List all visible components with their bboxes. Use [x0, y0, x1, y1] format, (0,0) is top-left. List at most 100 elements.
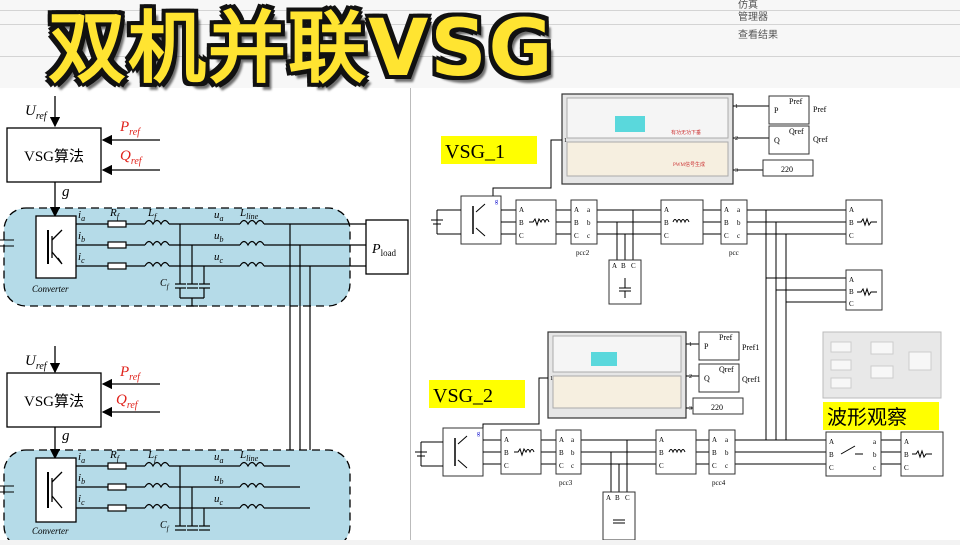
cf-label-2: Cf: [160, 520, 170, 533]
toolbar-item-results[interactable]: 查看结果: [738, 30, 778, 41]
const-220-2[interactable]: [692, 397, 744, 415]
cap-block-2[interactable]: [602, 491, 636, 541]
rf-label: Rf: [109, 207, 121, 221]
ib-label-2: ib: [78, 472, 85, 486]
ic-label: ic: [78, 251, 85, 265]
vsg2-port-2: 2: [689, 374, 692, 380]
pcc-C: C: [724, 232, 729, 240]
lf-label: Lf: [147, 207, 158, 221]
brk-A: A: [829, 438, 834, 446]
lline-label: Lline: [239, 207, 259, 221]
pcc4-c: c: [725, 462, 728, 470]
brk-B: B: [829, 451, 834, 459]
g-label: g: [62, 184, 70, 200]
load2-A: A: [849, 276, 854, 284]
toolbar-divider: [0, 56, 960, 57]
rl1-port-B: B: [519, 219, 524, 227]
pcc2-C: C: [574, 232, 579, 240]
pcc3-a: a: [571, 436, 575, 444]
qref1-block[interactable]: [698, 363, 740, 393]
g-port-2: g: [477, 431, 480, 437]
load-block-3[interactable]: [900, 431, 944, 477]
cap2-B: B: [615, 494, 620, 502]
vsg1-label: VSG_1: [445, 141, 505, 163]
wave-label-bg: [823, 402, 939, 430]
ub-label: ub: [214, 230, 224, 244]
pcc-A: A: [724, 206, 729, 214]
ia-label-2: ia: [78, 451, 85, 465]
dashed-region-1: [3, 207, 351, 307]
pcc4-A: A: [712, 436, 717, 444]
rl-block-2[interactable]: [660, 199, 704, 245]
toolbar-divider: [0, 24, 960, 25]
vsg1-cyan-block: [615, 116, 645, 132]
pcc2-B: B: [574, 219, 579, 227]
pcc-meas[interactable]: [720, 199, 748, 245]
cap1-C: C: [631, 262, 636, 270]
vsg2-label-bg: [429, 380, 525, 408]
rl-block-4[interactable]: [655, 429, 697, 475]
load2-C: C: [849, 300, 854, 308]
simulink-model: 有功无功下垂 PWM信号生成 1 1 2 3 P Pref Q Qref Pre…: [415, 93, 944, 541]
vsg1-port-in: 1: [564, 138, 567, 144]
pref1-out-label: Pref1: [742, 343, 759, 352]
load1-B: B: [849, 219, 854, 227]
pref1-block[interactable]: [698, 331, 740, 361]
load-block-2[interactable]: [845, 269, 883, 311]
vsg-block-2: [6, 372, 102, 428]
qref-block[interactable]: [768, 125, 810, 155]
toolbar-item-manager[interactable]: 管理器: [738, 12, 768, 23]
pcc2-A: A: [574, 206, 579, 214]
vsg2-port-3: 3: [689, 406, 692, 412]
rl2-A: A: [664, 206, 669, 214]
qref1-inner: Qref: [719, 365, 734, 374]
load3-C: C: [904, 464, 909, 472]
rl2-C: C: [664, 232, 669, 240]
pcc4-label: pcc4: [712, 479, 726, 487]
pcc3-b: b: [571, 449, 575, 457]
vsg-block-1: [6, 127, 102, 183]
ic-label-2: ic: [78, 493, 85, 507]
pcc4-meas[interactable]: [708, 429, 736, 475]
converter-block-2[interactable]: [442, 427, 484, 477]
simulink-canvas[interactable]: 有功无功下垂 PWM信号生成 1 1 2 3 P Pref Q Qref Pre…: [411, 88, 960, 541]
converter-label-2: Converter: [32, 526, 69, 536]
ua-label-2: ua: [214, 451, 224, 465]
pcc2-b: b: [587, 219, 591, 227]
rl3-B: B: [504, 449, 509, 457]
cap2-C: C: [625, 494, 630, 502]
rl4-C: C: [659, 462, 664, 470]
vsg-block-label-2: VSG算法: [24, 392, 84, 410]
pcc2-meas[interactable]: [570, 199, 598, 245]
rl3-C: C: [504, 462, 509, 470]
vsg1-port-3: 3: [735, 168, 738, 174]
pcc3-meas[interactable]: [555, 429, 582, 475]
converter-1: [35, 215, 77, 279]
pref-block[interactable]: [768, 95, 810, 125]
load1-A: A: [849, 206, 854, 214]
toolbar-item-sim[interactable]: 仿真: [738, 0, 758, 11]
cf-label: Cf: [160, 278, 170, 291]
p-ref-label-2: Pref: [119, 364, 141, 383]
const-220-1[interactable]: [762, 159, 814, 177]
vsg1-port-1: 1: [735, 104, 738, 110]
pcc-label: pcc: [729, 249, 739, 257]
p-ref-label: Pref: [119, 119, 141, 138]
pref1-inner: Pref: [719, 333, 733, 342]
load3-B: B: [904, 451, 909, 459]
converter-block-1[interactable]: [460, 195, 502, 245]
pcc2-a: a: [587, 206, 591, 214]
vsg2-cyan-block: [591, 352, 617, 366]
vsg-schematic: Uref VSG算法 Pref Qref g Converter: [0, 96, 409, 545]
u-ref-label: Uref: [25, 103, 48, 122]
converter-2: [35, 457, 77, 523]
q-ref-label-2: Qref: [116, 392, 139, 411]
q-port: Q: [774, 136, 780, 145]
pref-label: Pref: [789, 97, 803, 106]
breaker-block[interactable]: [825, 431, 882, 477]
pcc3-label: pcc3: [559, 479, 573, 487]
rl3-A: A: [504, 436, 509, 444]
vsg-block-label: VSG算法: [24, 147, 84, 165]
vsg1-label-bg: [441, 136, 537, 164]
pcc4-B: B: [712, 449, 717, 457]
